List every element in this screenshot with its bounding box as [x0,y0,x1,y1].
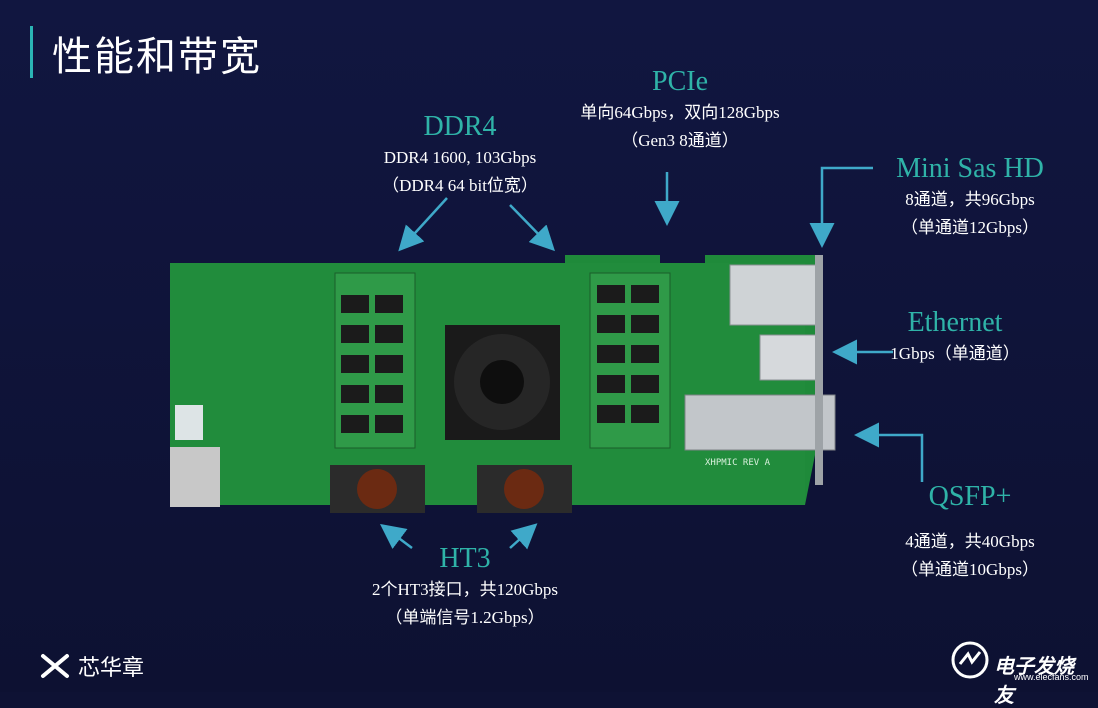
ht3-line1: 2个HT3接口，共120Gbps [371,580,559,599]
qsfp-heading: QSFP+ [928,481,1012,512]
ddr4-line1: DDR4 1600, 103Gbps [383,148,537,167]
qsfp-line1: 4通道，共40Gbps [905,532,1035,551]
elecfans-logo-url: www.elecfans.com [1014,672,1089,682]
elecfans-logo-icon [951,641,989,679]
page-title: 性能和带宽 [52,34,262,80]
ht3-label: HT3 2个HT3接口，共120Gbps （单端信号1.2Gbps） [320,542,610,632]
elecfans-logo: 电子发烧友 www.elecfans.com [950,640,1090,707]
ddr4-arrow-left [398,197,448,252]
ddr4-arrow-right [509,204,555,252]
qsfp-line2: （单通道10Gbps） [901,560,1039,579]
pcie-label: PCIe 单向64Gbps，双向128Gbps （Gen3 8通道） [545,65,815,155]
pcie-line1: 单向64Gbps，双向128Gbps [580,103,780,122]
ht3-heading: HT3 [439,543,491,574]
pcie-line2: （Gen3 8通道） [621,131,739,150]
qsfp-label: QSFP+ 4通道，共40Gbps （单通道10Gbps） [870,480,1070,584]
mini-sas-line2: （单通道12Gbps） [901,218,1039,237]
ethernet-heading: Ethernet [907,307,1003,338]
ht3-line2: （单端信号1.2Gbps） [385,608,545,627]
mini-sas-heading: Mini Sas HD [896,153,1044,184]
xepic-logo-text: 芯华章 [78,656,145,681]
board-silkscreen: XHPMIC REV A [705,458,771,468]
sas-arrow [809,166,873,248]
ethernet-line1: 1Gbps（单通道） [890,344,1020,363]
ddr4-label: DDR4 DDR4 1600, 103Gbps （DDR4 64 bit位宽） [350,110,570,200]
ddr4-heading: DDR4 [423,111,497,142]
pcie-heading: PCIe [652,66,708,97]
ddr4-line2: （DDR4 64 bit位宽） [382,176,538,195]
mini-sas-line1: 8通道，共96Gbps [905,190,1035,209]
ethernet-label: Ethernet 1Gbps（单通道） [880,306,1030,368]
qsfp-arrow [854,422,924,482]
title-accent-bar [30,26,33,78]
fpga-board-image: XHPMIC REV A [170,255,836,513]
mini-sas-label: Mini Sas HD 8通道，共96Gbps （单通道12Gbps） [870,152,1070,242]
xepic-logo: 芯华章 [40,650,144,682]
xepic-logo-icon [41,654,69,678]
